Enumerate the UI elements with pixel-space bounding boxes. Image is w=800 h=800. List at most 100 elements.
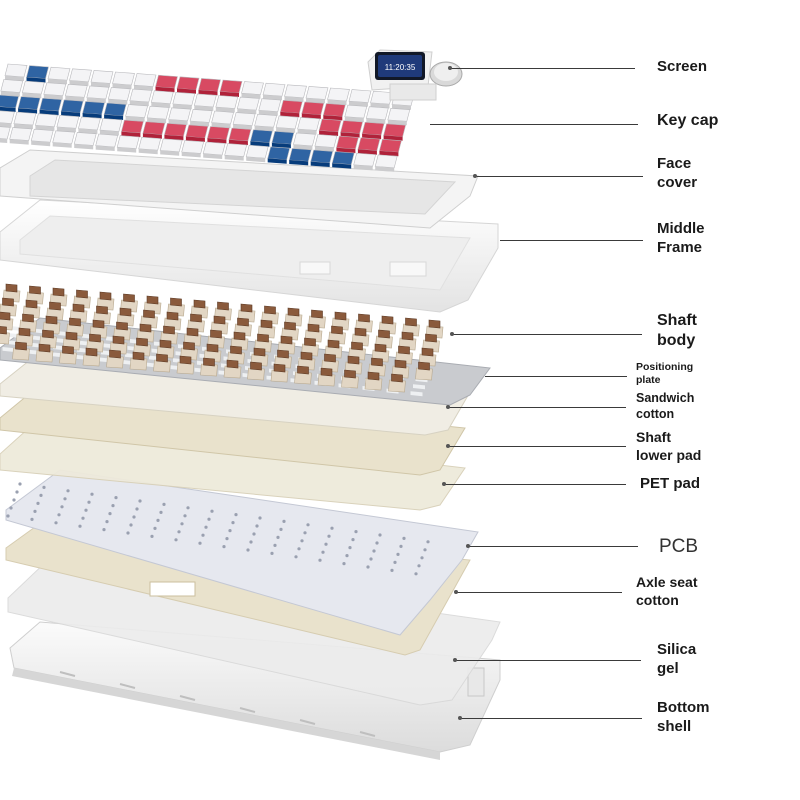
keycap	[284, 84, 307, 99]
keycap	[35, 113, 58, 128]
pcb-solder-point	[36, 501, 40, 505]
keycap	[224, 143, 248, 157]
keycap	[47, 66, 71, 81]
switch-stem	[89, 333, 101, 343]
switch-stem	[394, 359, 407, 369]
switch-stem	[297, 365, 309, 375]
switch-stem	[193, 299, 206, 309]
switch-stem	[230, 345, 242, 355]
pcb-solder-point	[423, 548, 427, 552]
pcb-solder-point	[330, 526, 334, 530]
keycap-side	[95, 145, 115, 151]
keycap	[69, 68, 92, 83]
keycap	[215, 95, 239, 109]
leader-dot	[446, 444, 450, 448]
keycap	[228, 127, 252, 142]
keycap-side	[0, 106, 16, 112]
switch-stem	[22, 313, 34, 323]
keycap	[133, 73, 157, 87]
keycap	[293, 132, 316, 147]
leader-line-bottom-shell	[460, 718, 642, 719]
pcb-solder-point	[204, 525, 208, 529]
leader-line-pcb	[468, 546, 638, 547]
label-screen: Screen	[657, 58, 708, 75]
pcb-solder-point	[198, 541, 202, 545]
pcb-solder-point	[138, 499, 142, 503]
switch-stem	[62, 345, 74, 355]
switch-stem	[123, 293, 135, 303]
pcb-solder-point	[15, 490, 19, 494]
keycap	[336, 135, 359, 150]
switch-stem	[253, 347, 266, 357]
switch-stem	[45, 315, 58, 325]
leader-dot	[473, 174, 477, 178]
switch-stem	[139, 323, 152, 333]
switch-stem	[2, 297, 14, 307]
switch-stem	[49, 301, 61, 311]
keycap	[155, 74, 178, 89]
keycap	[142, 121, 166, 136]
leader-line-shaft-lower-pad	[448, 446, 626, 447]
keycap	[331, 151, 355, 165]
switch-stem	[163, 325, 175, 335]
keycap-side	[0, 138, 8, 143]
keycap	[78, 116, 101, 131]
screen-time: 11:20:35	[385, 63, 416, 72]
keycap	[0, 110, 15, 124]
keycap	[99, 118, 123, 132]
keycap-side	[31, 140, 51, 147]
keycap	[310, 149, 334, 164]
pcb-solder-point	[351, 538, 355, 542]
pcb-solder-point	[42, 485, 46, 489]
pcb-solder-point	[57, 513, 61, 517]
switch-stem	[179, 355, 192, 365]
switch-stem	[25, 299, 38, 309]
switch-stem	[5, 283, 18, 293]
switch-stem	[183, 341, 195, 351]
keycap	[232, 112, 256, 126]
keycap-side	[203, 153, 223, 159]
keycap	[185, 124, 209, 139]
switch-stem	[217, 301, 229, 311]
keycap	[9, 127, 33, 141]
pcb-solder-point	[366, 565, 370, 569]
keycap-side	[74, 144, 94, 150]
switch-stem	[371, 357, 383, 367]
keycap	[146, 105, 170, 120]
keycap-side	[289, 160, 309, 166]
keycap	[301, 101, 325, 116]
switch-stem	[143, 309, 155, 319]
switch-stem	[190, 313, 202, 323]
keycap	[357, 137, 381, 152]
keycap	[90, 70, 114, 84]
keycap	[107, 87, 131, 101]
switch-stem	[284, 321, 296, 331]
keycap	[39, 97, 62, 112]
pcb-solder-point	[177, 530, 181, 534]
keycap	[207, 126, 230, 140]
pcb-solder-point	[54, 521, 58, 525]
keycap-side	[160, 150, 180, 156]
switch-stem	[311, 309, 323, 319]
pcb-solder-point	[255, 524, 259, 528]
pcb-solder-point	[66, 489, 70, 493]
switch-stem	[116, 321, 128, 331]
keycap	[327, 87, 350, 102]
keycap	[129, 88, 153, 103]
pcb-solder-point	[279, 527, 283, 532]
switch-stem	[428, 319, 441, 329]
switch-stem	[381, 315, 394, 325]
middle-frame-layer	[0, 199, 499, 313]
pcb-solder-point	[135, 507, 139, 511]
keycap-side	[353, 164, 373, 171]
switch-stem	[226, 359, 239, 369]
switch-stem	[159, 339, 172, 349]
keycap	[379, 138, 402, 153]
leader-dot	[442, 482, 446, 486]
keycap	[374, 154, 398, 169]
pcb-solder-point	[63, 497, 67, 501]
